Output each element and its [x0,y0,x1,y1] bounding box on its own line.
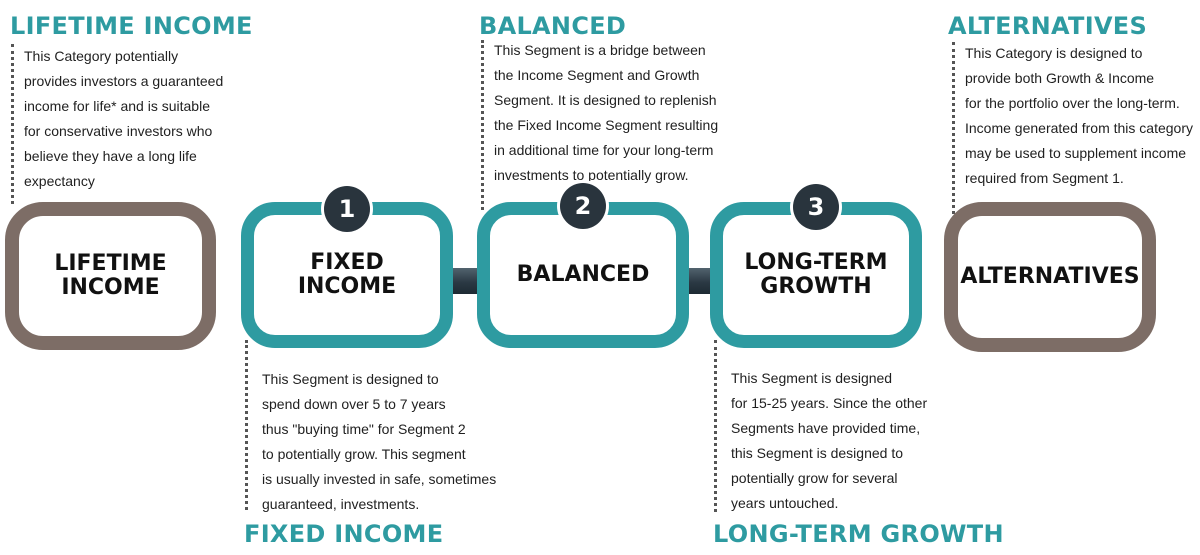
desc-line: guaranteed, investments. [262,496,420,512]
desc-line: thus "buying time" for Segment 2 [262,421,466,437]
long-term-growth-description: This Segment is designed for 15-25 years… [713,366,927,516]
balanced-heading: BALANCED [479,12,627,40]
box-label: BALANCED [516,262,650,287]
desc-line: This Segment is designed to [262,371,439,387]
fixed-leader-line [245,340,248,510]
alternatives-leader-line [952,42,955,214]
segment-2-badge: 2 [560,183,606,229]
desc-line: Segment. It is designed to replenish [494,92,717,108]
desc-line: provide both Growth & Income [965,70,1155,86]
desc-line: Segments have provided time, [731,420,921,436]
desc-line: for 15-25 years. Since the other [731,395,928,411]
segment-3-badge: 3 [793,184,839,230]
desc-line: is usually invested in safe, sometimes [262,471,497,487]
desc-line: This Category is designed to [965,45,1143,61]
desc-line: in additional time for your long-term [494,142,714,158]
desc-line: This Category potentially [24,48,179,64]
balanced-description: This Segment is a bridge between the Inc… [476,38,718,188]
segment-1-badge: 1 [324,186,370,232]
desc-line: the Fixed Income Segment resulting [494,117,719,133]
desc-line: income for life* and is suitable [24,98,210,114]
desc-line: potentially grow for several [731,470,898,486]
lifetime-leader-line [11,44,14,204]
desc-line: provides investors a guaranteed [24,73,224,89]
fixed-income-heading: FIXED INCOME [244,520,444,548]
desc-line: Income generated from this category [965,120,1194,136]
desc-line: expectancy [24,173,95,189]
long-term-growth-heading: LONG-TERM GROWTH [713,520,1004,548]
balanced-box: BALANCED [477,202,689,348]
desc-line: may be used to supplement income [965,145,1187,161]
desc-line: spend down over 5 to 7 years [262,396,446,412]
lifetime-income-heading: LIFETIME INCOME [10,12,253,40]
desc-line: for conservative investors who [24,123,213,139]
desc-line: This Segment is designed [731,370,893,386]
fixed-income-description: This Segment is designed to spend down o… [244,367,496,517]
desc-line: This Segment is a bridge between [494,42,706,58]
growth-leader-line [714,340,717,512]
desc-line: believe they have a long life [24,148,197,164]
desc-line: years untouched. [731,495,839,511]
desc-line: to potentially grow. This segment [262,446,466,462]
lifetime-income-description: This Category potentially provides inves… [6,44,223,194]
desc-line: investments to potentially grow. [494,167,689,183]
desc-line: required from Segment 1. [965,170,1124,186]
balanced-leader-line [481,40,484,210]
alternatives-description: This Category is designed to provide bot… [947,41,1193,191]
box-label: ALTERNATIVES [960,264,1140,289]
desc-line: this Segment is designed to [731,445,903,461]
alternatives-heading: ALTERNATIVES [948,12,1148,40]
alternatives-box: ALTERNATIVES [944,202,1156,352]
desc-line: the Income Segment and Growth [494,67,700,83]
desc-line: for the portfolio over the long-term. [965,95,1180,111]
